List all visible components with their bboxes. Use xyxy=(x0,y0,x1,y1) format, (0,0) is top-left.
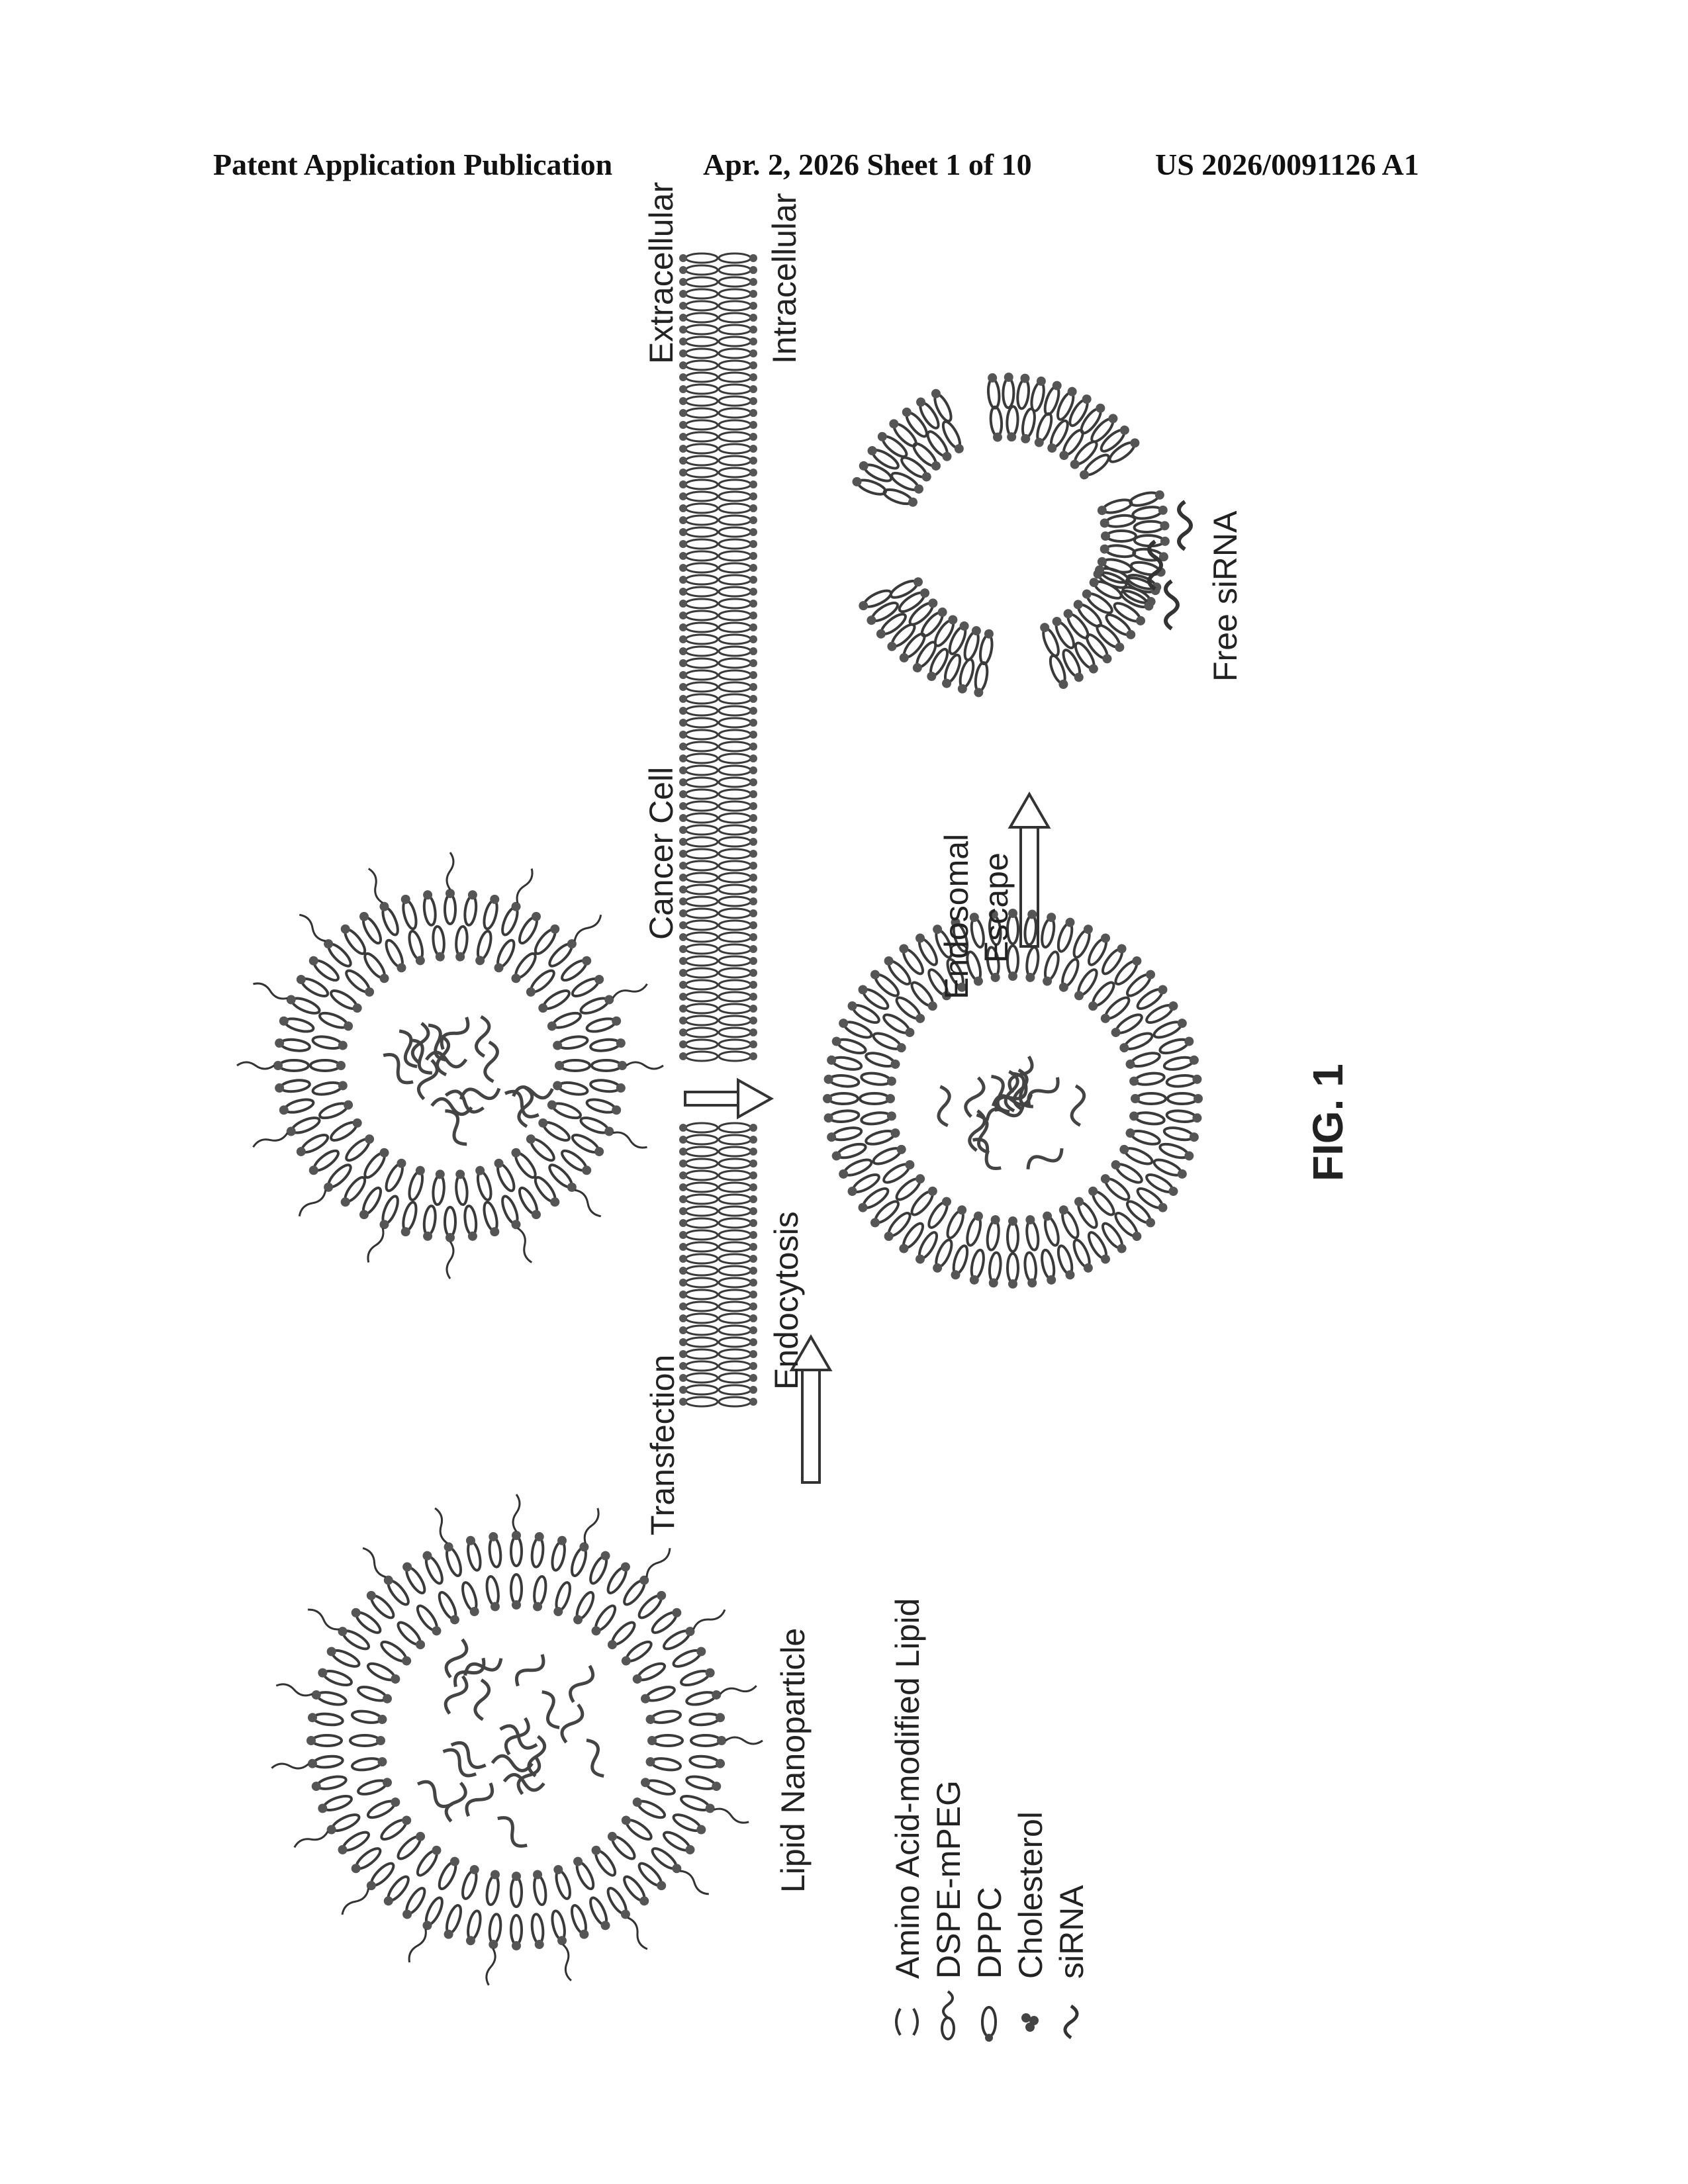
ruptured-endosome xyxy=(851,373,1170,698)
sirna-icon xyxy=(1065,2006,1077,2038)
label-transfection: Transfection xyxy=(644,1355,681,1535)
label-endosomal: Endosomal xyxy=(938,834,975,999)
legend-label-dspe-mpeg: DSPE-mPEG xyxy=(930,1780,967,1979)
transfected-particle xyxy=(237,852,663,1279)
legend-label-cholesterol: Cholesterol xyxy=(1012,1811,1049,1979)
legend-label-sirna: siRNA xyxy=(1053,1885,1090,1979)
cell-membrane xyxy=(679,253,757,1406)
figure-label: FIG. 1 xyxy=(1304,1064,1352,1181)
label-free-sirna: Free siRNA xyxy=(1207,510,1244,682)
dspe-mpeg-icon xyxy=(942,1991,954,2039)
label-extracellular: Extracellular xyxy=(643,182,680,364)
endocytosis-arrow xyxy=(685,1080,771,1117)
label-lipid-nanoparticle: Lipid Nanoparticle xyxy=(774,1628,812,1893)
label-escape: Escape xyxy=(978,852,1015,963)
amino-acid-lipid-icon xyxy=(896,2009,917,2035)
legend: Amino Acid-modified Lipid DSPE-mPEG DPPC… xyxy=(889,1598,1090,2042)
legend-label-amino-acid-lipid: Amino Acid-modified Lipid xyxy=(889,1598,926,1979)
label-endocytosis: Endocytosis xyxy=(768,1211,805,1390)
cholesterol-icon xyxy=(1021,2013,1039,2032)
legend-label-dppc: DPPC xyxy=(971,1887,1008,1979)
endosome xyxy=(823,909,1203,1289)
dppc-icon xyxy=(982,2007,996,2042)
endosomal-escape-arrow xyxy=(1010,794,1049,946)
label-intracellular: Intracellular xyxy=(766,193,803,364)
label-cancer-cell: Cancer Cell xyxy=(643,767,680,940)
lipid-nanoparticle xyxy=(271,1494,763,1986)
